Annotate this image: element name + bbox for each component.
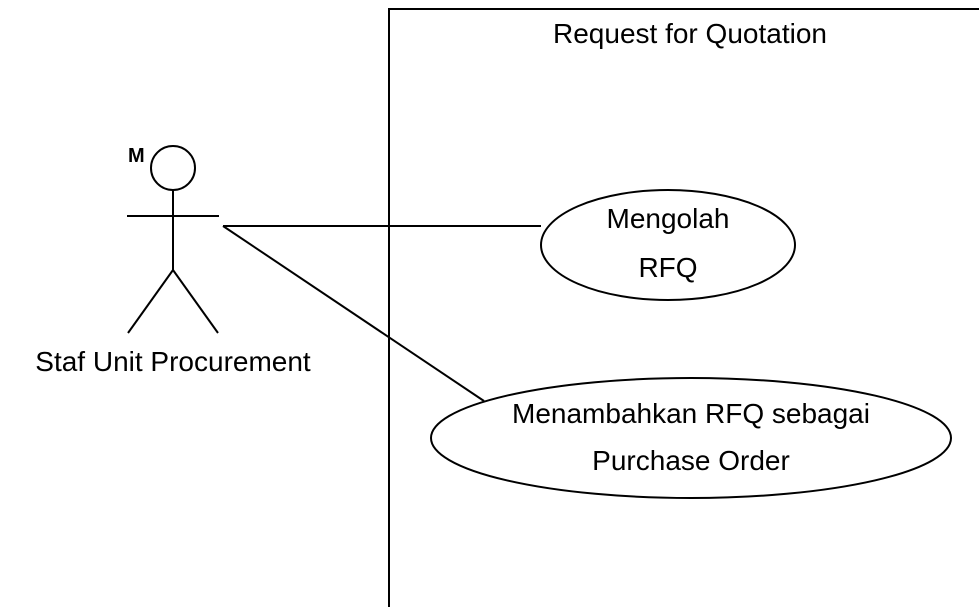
use-case-label-line2: Purchase Order — [592, 445, 790, 476]
use-case-mengolah-rfq[interactable]: Mengolah RFQ — [540, 189, 796, 301]
system-boundary-title: Request for Quotation — [553, 18, 827, 49]
actor-staf-unit-procurement[interactable]: M Staf Unit Procurement — [35, 145, 311, 377]
actor-right-leg — [172, 269, 219, 334]
system-boundary[interactable]: Request for Quotation — [388, 8, 979, 607]
use-case-ellipse — [540, 189, 796, 301]
use-case-ellipse — [430, 377, 952, 499]
association-tambah-purchase-order[interactable] — [222, 225, 485, 402]
actor-left-leg — [127, 269, 174, 334]
use-case-label-line1: Menambahkan RFQ sebagai — [512, 398, 870, 429]
actor-marker: M — [128, 145, 145, 167]
use-case-label-line2: RFQ — [638, 252, 697, 283]
use-case-tambah-purchase-order[interactable]: Menambahkan RFQ sebagai Purchase Order — [430, 377, 952, 499]
actor-head — [150, 145, 196, 191]
actor-name: Staf Unit Procurement — [35, 346, 311, 377]
use-case-label-line1: Mengolah — [607, 203, 730, 234]
system-boundary-box — [388, 8, 979, 607]
